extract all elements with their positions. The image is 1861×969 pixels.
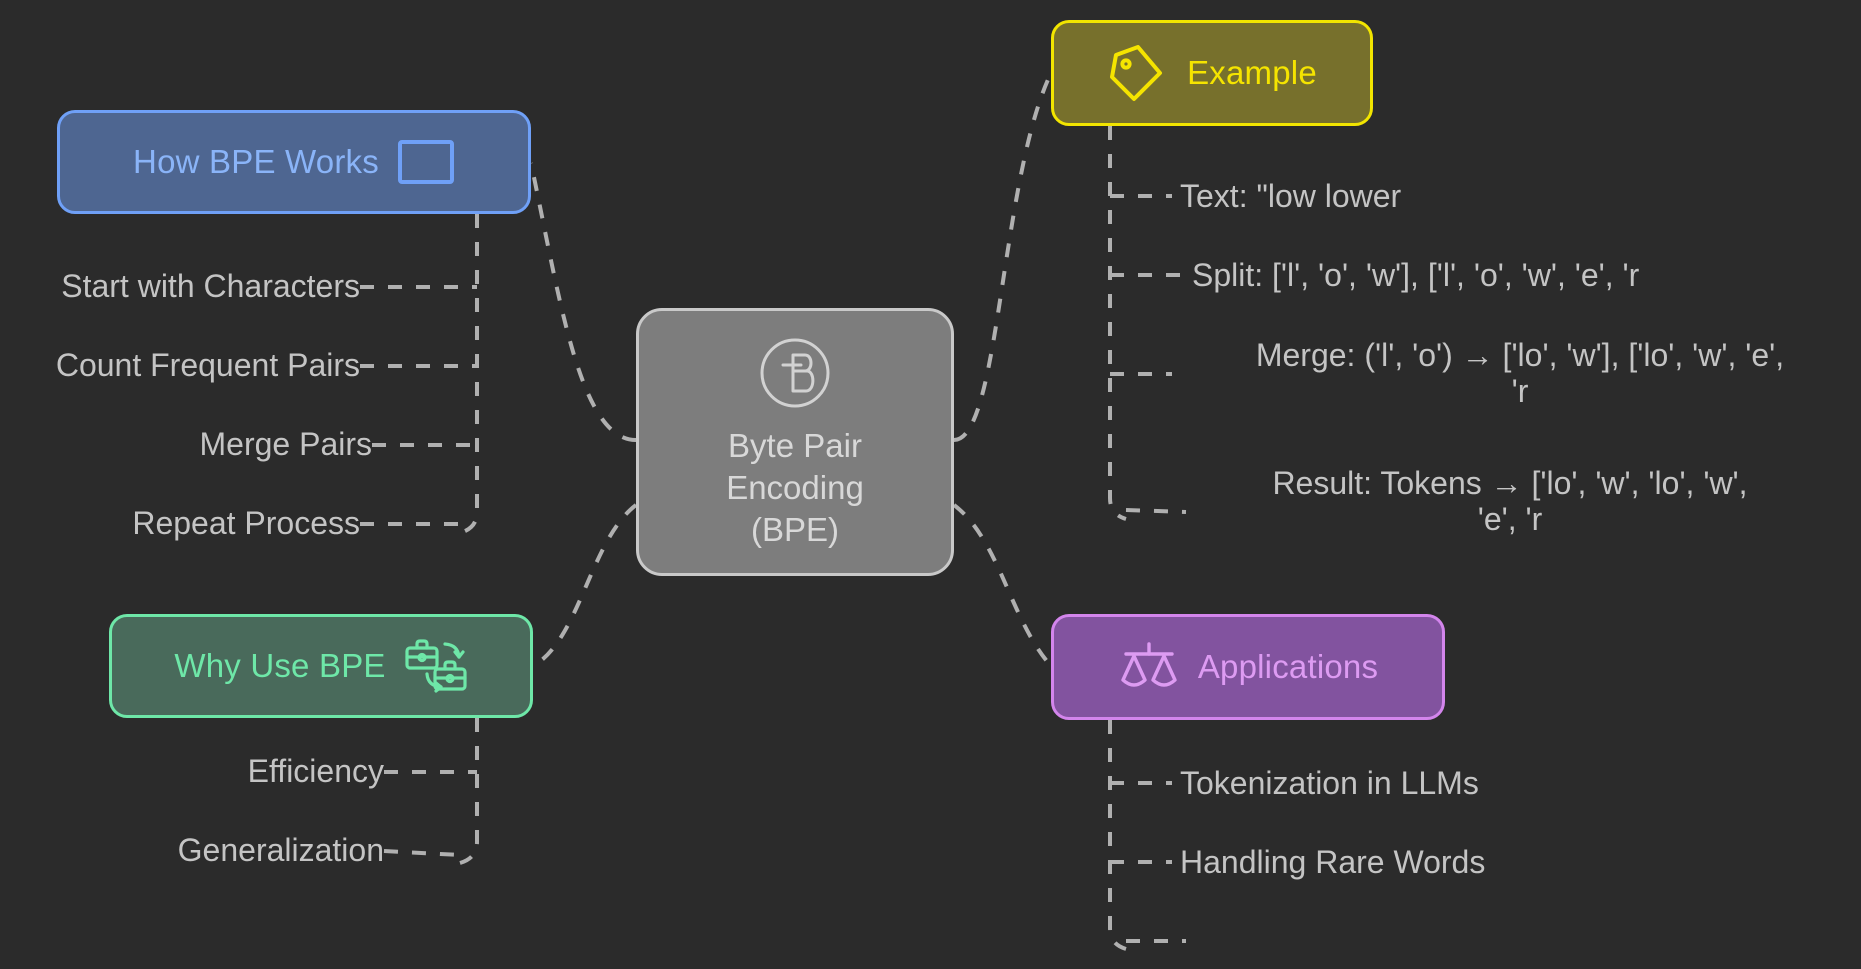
branch-label-how-bpe-works: How BPE Works <box>133 143 379 180</box>
edge-center-to-applications <box>952 503 1053 668</box>
balance-scales-icon <box>1118 638 1180 696</box>
leaf-how-merge-pairs[interactable]: Merge Pairs <box>199 426 373 462</box>
edge-example-item-3 <box>1125 508 1187 514</box>
edge-center-to-why <box>532 503 638 668</box>
edge-why-spine <box>459 718 479 865</box>
leaf-example-split[interactable]: Split: ['l', 'o', 'w'], ['l', 'o', 'w', … <box>1192 257 1640 293</box>
branch-node-example[interactable]: Example <box>1051 20 1373 126</box>
edge-applications-spine <box>1108 720 1127 951</box>
leaf-how-start-with-characters[interactable]: Start with Characters <box>61 268 360 304</box>
center-node-byte-pair-encoding[interactable]: Byte Pair Encoding (BPE) <box>636 308 954 576</box>
edge-how-spine <box>459 214 479 535</box>
leaf-applications-handling-rare-words[interactable]: Handling Rare Words <box>1180 844 1486 880</box>
leaf-example-result[interactable]: Result: Tokens → ['lo', 'w', 'lo', 'w', … <box>1272 465 1748 538</box>
leaf-why-efficiency[interactable]: Efficiency <box>247 753 384 789</box>
price-tag-icon <box>1107 42 1169 104</box>
leaf-how-repeat-process[interactable]: Repeat Process <box>132 505 360 541</box>
rectangle-icon <box>397 139 455 185</box>
edge-center-to-example <box>953 72 1053 442</box>
center-node-title: Byte Pair Encoding (BPE) <box>726 427 864 548</box>
briefcase-exchange-icon <box>404 636 468 696</box>
leaf-applications-tokenization-in-llms[interactable]: Tokenization in LLMs <box>1180 765 1479 801</box>
circled-b-icon <box>755 333 835 413</box>
branch-label-example: Example <box>1187 54 1317 91</box>
branch-node-applications[interactable]: Applications <box>1051 614 1445 720</box>
edge-why-item-1 <box>383 849 461 857</box>
branch-label-why-use-bpe: Why Use BPE <box>174 647 386 684</box>
branch-node-how-bpe-works[interactable]: How BPE Works <box>57 110 531 214</box>
leaf-how-count-frequent-pairs[interactable]: Count Frequent Pairs <box>55 347 360 383</box>
leaf-example-text[interactable]: Text: "low lower <box>1180 178 1402 214</box>
edge-example-spine <box>1108 126 1127 521</box>
branch-node-why-use-bpe[interactable]: Why Use BPE <box>109 614 533 718</box>
branch-label-applications: Applications <box>1197 648 1379 685</box>
edge-center-to-how <box>529 162 637 442</box>
leaf-example-merge[interactable]: Merge: ('l', 'o') → ['lo', 'w'], ['lo', … <box>1255 337 1785 410</box>
leaf-why-generalization[interactable]: Generalization <box>177 832 384 868</box>
